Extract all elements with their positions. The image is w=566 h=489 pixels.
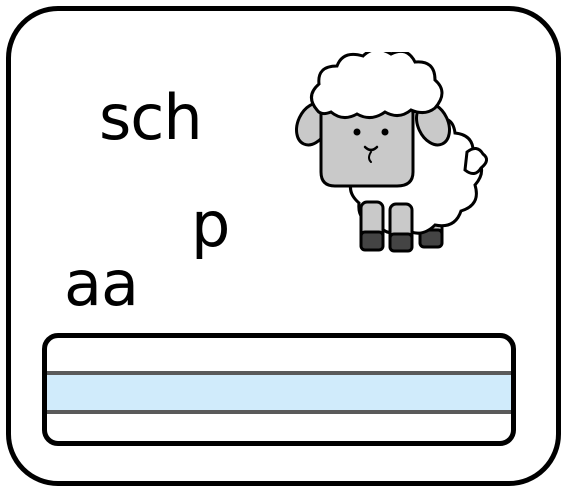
sheep-icon: [295, 52, 488, 253]
letter-group-sch[interactable]: sch: [99, 81, 203, 154]
writing-band: [47, 374, 511, 412]
writing-line-top: [47, 371, 511, 375]
letter-group-aa[interactable]: aa: [64, 247, 139, 320]
letter-group-p[interactable]: p: [191, 188, 231, 261]
writing-line-bottom: [47, 410, 511, 414]
writing-line-box[interactable]: [42, 333, 516, 446]
